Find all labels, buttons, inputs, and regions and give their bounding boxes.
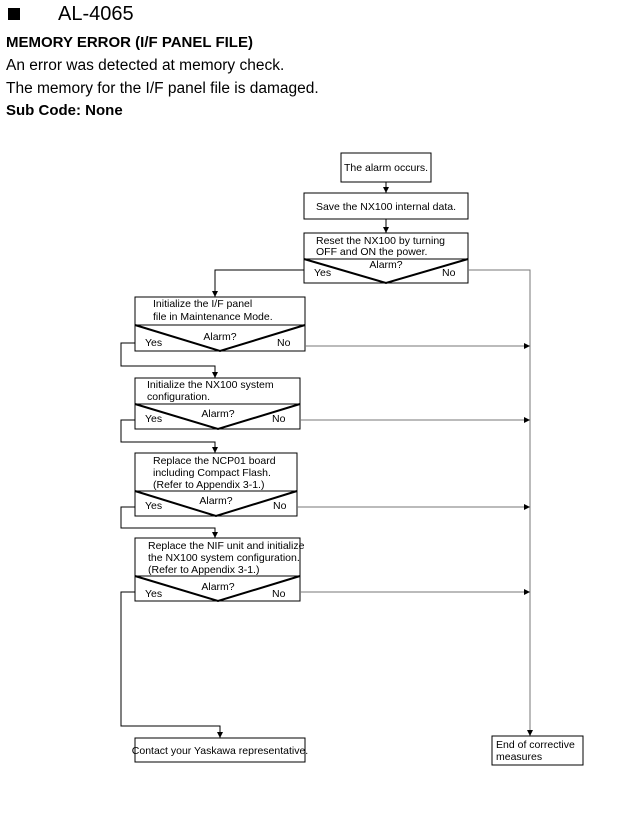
no-label: No	[273, 500, 287, 512]
no-label: No	[442, 267, 456, 279]
save-data-box	[303, 192, 469, 220]
decision-question: Alarm?	[369, 259, 402, 271]
contact-box	[134, 737, 306, 763]
start-box	[340, 152, 432, 183]
error-title: MEMORY ERROR (I/F PANEL FILE)	[6, 34, 253, 51]
step-box-2	[134, 377, 301, 405]
yes-label: Yes	[145, 588, 162, 600]
yes-label: Yes	[145, 337, 162, 349]
step-2-line-1: Initialize the NX100 system	[147, 379, 274, 391]
yes-connector	[120, 506, 218, 538]
yes-label: Yes	[314, 267, 331, 279]
decision-diamond	[134, 490, 298, 518]
step-4-line-1: Replace the NIF unit and initialize	[148, 540, 305, 552]
no-label: No	[277, 337, 291, 349]
yes-connector	[212, 269, 304, 297]
step-3-line-1: Replace the NCP01 board	[153, 455, 276, 467]
no-label: No	[272, 588, 286, 600]
decision-diamond	[134, 575, 301, 603]
end-label-line-1: End of corrective	[496, 739, 575, 751]
no-connector	[468, 269, 533, 736]
description-line-2: The memory for the I/F panel file is dam…	[6, 80, 319, 97]
decision-question: Alarm?	[201, 581, 234, 593]
decision-diamond	[134, 403, 301, 431]
end-label-line-2: measures	[496, 751, 542, 763]
yes-connector	[120, 342, 218, 378]
reset-label-line-1: Reset the NX100 by turning	[316, 235, 445, 247]
step-4-line-2: the NX100 system configuration.	[148, 552, 300, 564]
step-3-line-2: including Compact Flash.	[153, 467, 271, 479]
step-box-3	[134, 452, 298, 492]
alarm-code: AL-4065	[58, 3, 134, 25]
sub-code: Sub Code: None	[6, 102, 123, 119]
step-box-1	[134, 296, 306, 326]
yes-connector	[120, 419, 218, 453]
bullet-icon	[8, 8, 20, 20]
step-box-4	[134, 537, 301, 577]
step-3-line-3: (Refer to Appendix 3-1.)	[153, 479, 264, 491]
decision-question: Alarm?	[201, 408, 234, 420]
yes-connector	[120, 591, 223, 738]
step-1-line-2: file in Maintenance Mode.	[153, 311, 273, 323]
yes-label: Yes	[145, 500, 162, 512]
decision-diamond	[303, 258, 469, 285]
start-label: The alarm occurs.	[344, 162, 428, 174]
step-4-line-3: (Refer to Appendix 3-1.)	[148, 564, 259, 576]
yes-label: Yes	[145, 413, 162, 425]
reset-label-line-2: OFF and ON the power.	[316, 246, 427, 258]
decision-question: Alarm?	[199, 495, 232, 507]
description-line-1: An error was detected at memory check.	[6, 57, 285, 74]
no-label: No	[272, 413, 286, 425]
step-1-line-1: Initialize the I/F panel	[153, 298, 252, 310]
save-data-label: Save the NX100 internal data.	[316, 201, 456, 213]
contact-label: Contact your Yaskawa representative.	[132, 745, 308, 757]
step-2-line-2: configuration.	[147, 391, 210, 403]
end-box	[491, 735, 584, 766]
decision-question: Alarm?	[203, 331, 236, 343]
decision-diamond	[134, 324, 306, 353]
